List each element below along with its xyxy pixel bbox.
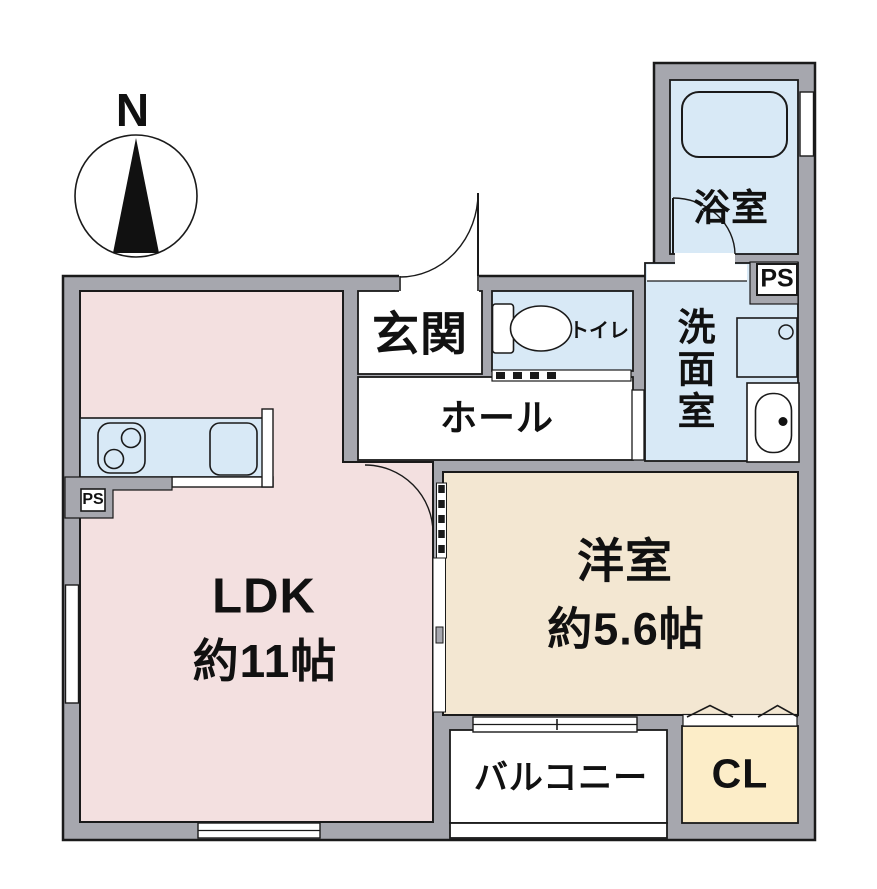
washbasin-bowl-icon [754,392,793,454]
toilet-bowl-icon [509,305,573,352]
room-closet [681,725,799,824]
washroom-label: 洗面室 [671,307,713,433]
compass-needle-icon [113,138,159,253]
ps-washroom-box [756,263,798,296]
closet-label: CL [711,750,769,797]
toilet-label: トイレ [569,320,629,342]
hall-door-swing-arc [364,464,434,534]
closet-bifold-icon-left [686,704,734,718]
room-entrance [357,290,483,375]
washbasin-drain-icon [778,417,788,426]
kitchen-counter-edge-right [261,408,274,488]
stove-burner-icon [103,448,125,470]
western-room-size-label: 約5.6帖 [547,603,705,655]
window-ldk-left [64,584,80,704]
bathroom-label: 浴室 [693,187,769,229]
ps-kitchen-label: PS [82,491,104,508]
bathroom-door-swing-arc [672,197,736,255]
room-balcony [449,729,668,824]
hall-label: ホール [440,397,554,439]
washing-machine-faucet-icon [778,324,794,340]
compass-north-label: N [115,84,151,136]
ps-kitchen-box [80,488,106,512]
closet-bifold-icon-right [757,704,799,718]
kitchen-sink-icon [209,422,258,476]
entrance-opening [399,272,479,292]
bathtub-icon [681,91,788,158]
compass-circle-icon [74,134,198,258]
sliding-door-western-handle [435,626,444,644]
bathroom-door-opening [675,253,735,266]
washroom-entry-area [647,264,747,281]
window-bathroom [799,91,815,157]
ps-washroom-label: PS [760,264,794,293]
door-washroom [631,389,645,461]
balcony-rail [449,822,668,839]
room-western [442,471,799,716]
sliding-door-toilet [491,369,632,382]
ldk-name-label: LDK [212,569,316,624]
kitchen-counter-edge-bottom [171,476,274,488]
closet-door-strip [682,713,798,727]
stove-burner-icon [120,427,142,449]
entrance-label: 玄関 [372,307,468,361]
ldk-size-label: 約11帖 [192,635,338,687]
western-room-name-label: 洋室 [577,534,673,588]
entrance-door-swing-arc [399,192,479,278]
balcony-label: バルコニー [473,759,649,797]
